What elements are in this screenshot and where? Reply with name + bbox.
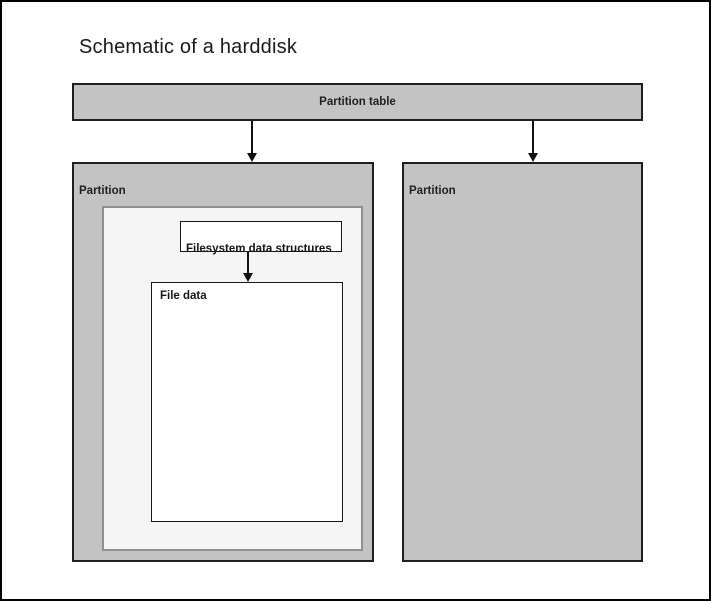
left-partition-label: Partition (79, 185, 126, 197)
right-partition-box: Partition (402, 162, 643, 562)
arrow-head-icon (528, 153, 538, 162)
partition-table-label: Partition table (319, 96, 396, 108)
right-partition-label: Partition (409, 185, 456, 197)
filesystem-data-structures-box: Filesystem data structures (180, 221, 342, 255)
arrow-line (532, 121, 534, 153)
arrow-filesystem-structures-to-file-data (242, 252, 254, 282)
filesystem-region-box: Filesystem data structures File data (102, 206, 363, 551)
arrow-line (247, 252, 249, 273)
left-partition-box: Partition Filesystem data structures Fil… (72, 162, 374, 562)
arrow-line (251, 121, 253, 153)
arrow-head-icon (247, 153, 257, 162)
partition-table-box: Partition table (72, 83, 643, 121)
arrow-partition-table-to-right-partition (527, 121, 539, 162)
arrow-head-icon (243, 273, 253, 282)
file-data-label: File data (160, 290, 207, 302)
file-data-box: File data (151, 282, 343, 522)
filesystem-data-structures-label: Filesystem data structures (186, 243, 332, 255)
diagram-title: Schematic of a harddisk (79, 36, 298, 58)
arrow-partition-table-to-left-partition (246, 121, 258, 162)
